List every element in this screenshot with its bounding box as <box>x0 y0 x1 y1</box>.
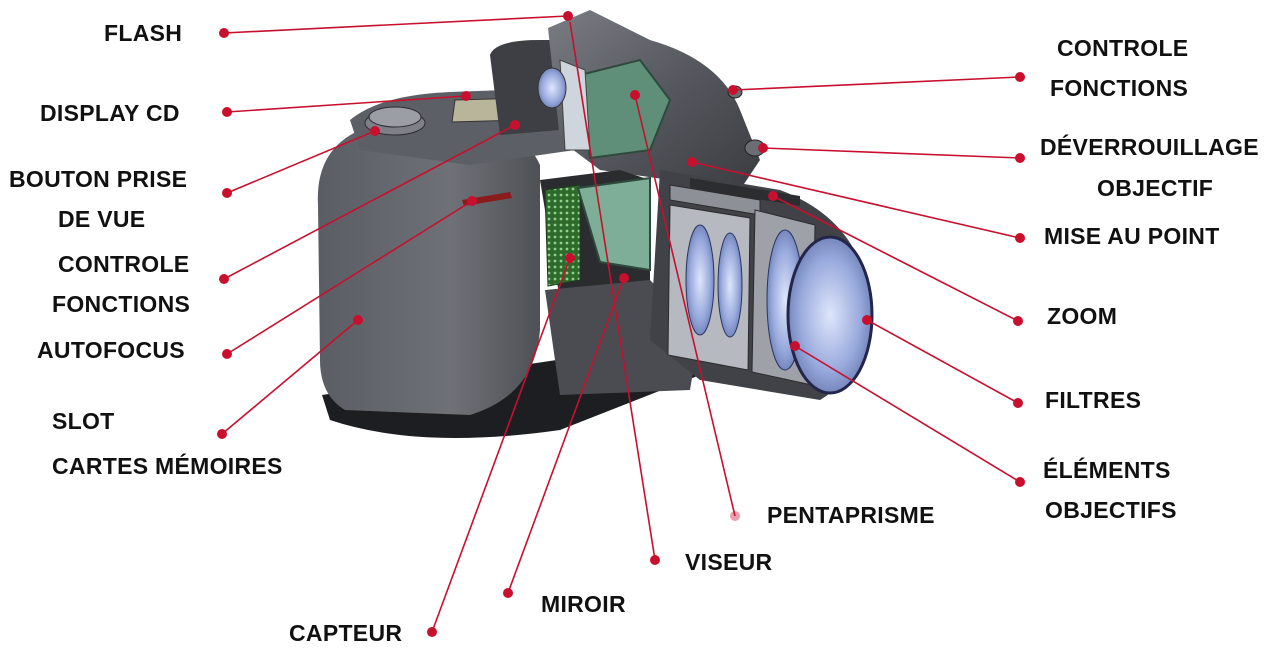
label-flash: FLASH <box>104 20 183 46</box>
label-unlock-line1: DÉVERROUILLAGE <box>1040 134 1259 160</box>
label-focus: MISE AU POINT <box>1044 223 1220 249</box>
label-shutter-line2: DE VUE <box>58 206 146 232</box>
mirror <box>576 176 651 272</box>
label-capteur: CAPTEUR <box>289 620 403 646</box>
label-controls-right-line2: FONCTIONS <box>1050 75 1189 101</box>
label-autofocus: AUTOFOCUS <box>37 337 185 363</box>
label-controls-left-line2: FONCTIONS <box>52 291 191 317</box>
label-slot-line2: CARTES MÉMOIRES <box>52 453 283 479</box>
label-elements-line1: ÉLÉMENTS <box>1043 457 1171 483</box>
camera-grip <box>317 118 540 415</box>
eyepiece-lens <box>537 67 567 109</box>
label-slot-line1: SLOT <box>52 408 115 434</box>
label-display: DISPLAY CD <box>40 100 180 126</box>
label-miroir: MIROIR <box>541 591 626 617</box>
label-shutter-line1: BOUTON PRISE <box>9 166 188 192</box>
label-unlock-line2: OBJECTIF <box>1097 175 1214 201</box>
label-elements-line2: OBJECTIFS <box>1045 497 1177 523</box>
label-controls-right-line1: CONTROLE <box>1057 35 1189 61</box>
leader-dot <box>219 28 229 38</box>
label-viseur: VISEUR <box>685 549 773 575</box>
label-zoom: ZOOM <box>1047 303 1118 329</box>
rear-housing <box>490 40 560 135</box>
label-pentaprisme: PENTAPRISME <box>767 502 935 528</box>
label-filtres: FILTRES <box>1045 387 1142 413</box>
label-controls-left-line1: CONTROLE <box>58 251 190 277</box>
